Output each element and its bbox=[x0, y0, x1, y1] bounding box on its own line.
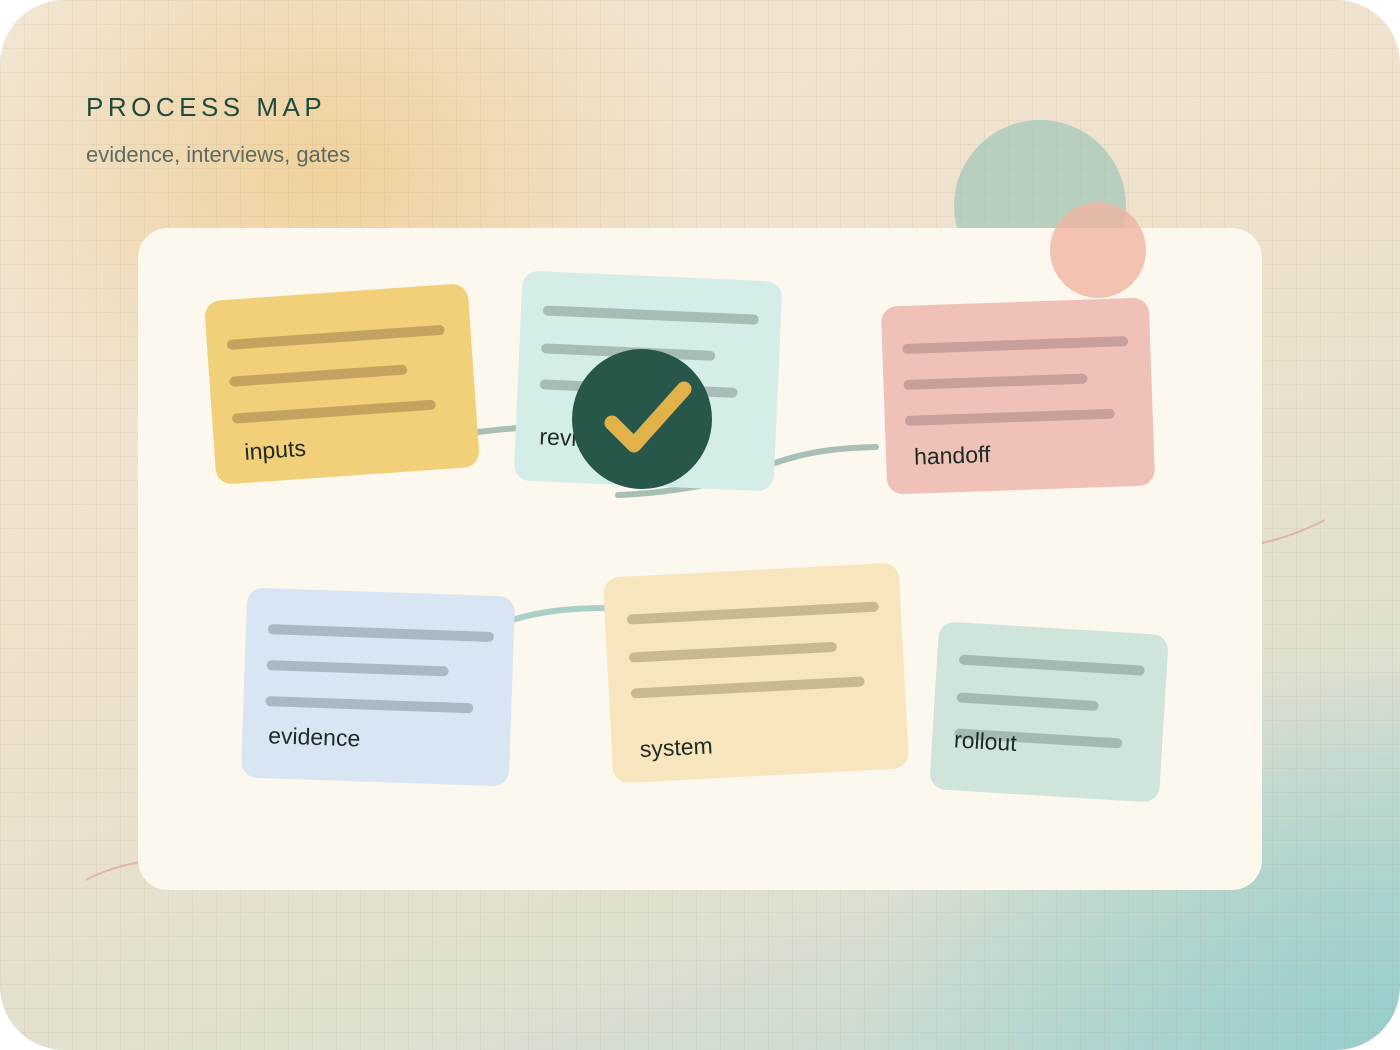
placeholder-line bbox=[231, 399, 437, 424]
placeholder-line bbox=[267, 624, 494, 643]
node-label: inputs bbox=[243, 434, 307, 465]
node-label: handoff bbox=[913, 441, 991, 470]
node-label: rollout bbox=[953, 726, 1018, 757]
node-evidence[interactable]: evidence bbox=[240, 587, 516, 787]
node-label: evidence bbox=[267, 722, 361, 752]
placeholder-line bbox=[902, 336, 1129, 355]
placeholder-line bbox=[958, 654, 1146, 676]
decorative-circle-small bbox=[1050, 202, 1146, 298]
connector-review-handoff bbox=[769, 444, 879, 467]
placeholder-line bbox=[903, 373, 1088, 390]
connector-inputs-review bbox=[475, 425, 521, 435]
placeholder-line bbox=[226, 324, 445, 350]
page-title: PROCESS MAP bbox=[86, 92, 327, 122]
node-label: system bbox=[639, 732, 714, 763]
placeholder-line bbox=[626, 601, 879, 625]
placeholder-line bbox=[956, 692, 1099, 711]
check-icon bbox=[604, 381, 692, 453]
placeholder-line bbox=[904, 408, 1115, 426]
page-subtitle: evidence, interviews, gates bbox=[86, 142, 351, 167]
placeholder-line bbox=[266, 660, 449, 677]
node-rollout[interactable]: rollout bbox=[929, 621, 1169, 803]
node-inputs[interactable]: inputs bbox=[203, 283, 481, 485]
placeholder-line bbox=[542, 305, 759, 325]
placeholder-line bbox=[628, 641, 837, 663]
node-system[interactable]: system bbox=[602, 562, 910, 784]
node-handoff[interactable]: handoff bbox=[880, 297, 1156, 495]
connector-evidence-system bbox=[509, 605, 613, 623]
status-badge bbox=[572, 349, 712, 489]
placeholder-line bbox=[630, 676, 865, 699]
placeholder-line bbox=[265, 696, 474, 714]
placeholder-line bbox=[229, 364, 408, 387]
